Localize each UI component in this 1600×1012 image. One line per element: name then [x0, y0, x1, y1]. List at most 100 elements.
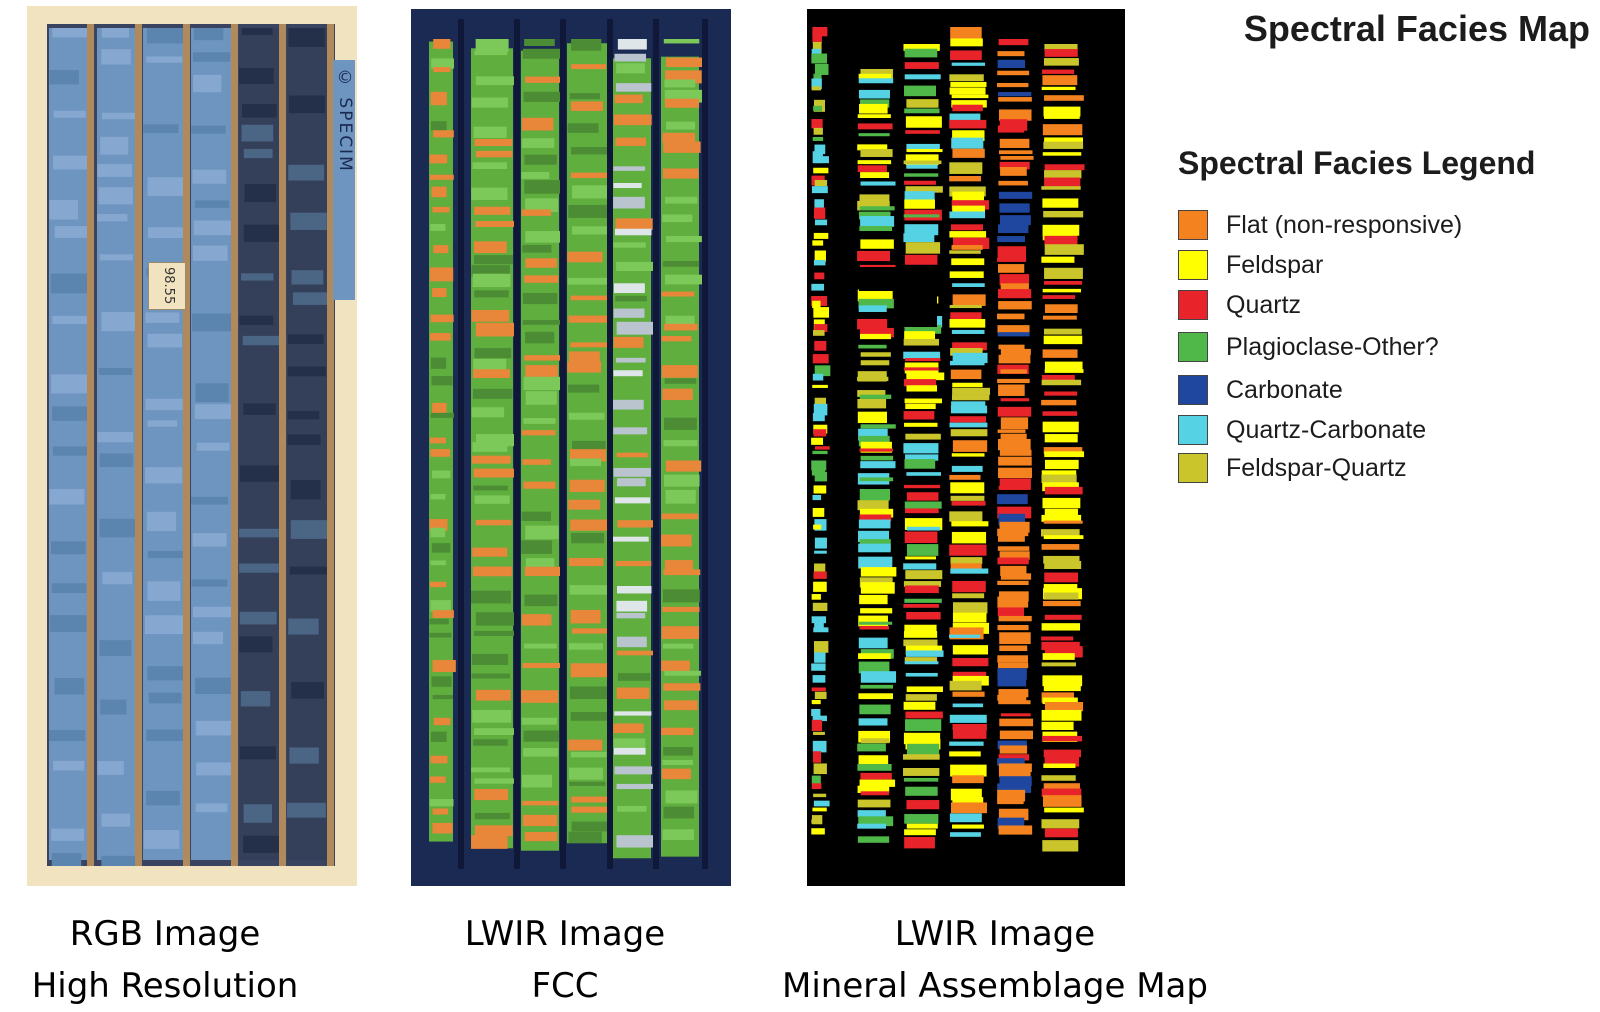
- map-facies-patch: [860, 239, 894, 249]
- map-facies-patch: [1000, 565, 1027, 576]
- fcc-texture: [429, 437, 446, 444]
- map-facies-patch: [812, 354, 829, 364]
- map-facies-patch: [811, 616, 827, 624]
- core-texture: [51, 828, 85, 841]
- fcc-texture: [571, 806, 611, 813]
- map-facies-patch: [999, 478, 1031, 490]
- map-facies-patch: [950, 557, 983, 565]
- core-texture: [102, 571, 133, 585]
- fcc-texture: [472, 566, 512, 577]
- fcc-texture: [662, 606, 700, 612]
- map-facies-patch: [951, 200, 990, 210]
- map-facies-patch: [812, 715, 827, 722]
- map-facies-patch: [951, 401, 986, 407]
- fcc-texture: [524, 643, 557, 649]
- map-facies-patch: [1043, 783, 1080, 791]
- map-facies-patch: [997, 676, 1027, 687]
- fcc-texture: [613, 723, 644, 733]
- map-facies-patch: [949, 119, 987, 129]
- map-facies-patch: [1000, 369, 1027, 374]
- fcc-texture: [430, 223, 446, 231]
- core-texture: [239, 528, 279, 538]
- map-facies-patch: [812, 240, 824, 246]
- map-facies-patch: [952, 728, 987, 739]
- fcc-texture: [613, 242, 646, 248]
- core-texture: [241, 103, 277, 118]
- fcc-texture: [568, 499, 601, 510]
- map-facies-patch: [857, 823, 886, 829]
- fcc-texture: [571, 147, 609, 155]
- fcc-texture: [474, 812, 510, 820]
- fcc-texture: [570, 609, 601, 624]
- specim-label: © SPECIM: [335, 68, 355, 173]
- map-facies-patch: [860, 360, 890, 366]
- map-facies-patch: [950, 347, 983, 356]
- fcc-texture: [568, 315, 608, 323]
- fcc-texture: [524, 831, 558, 842]
- map-facies-patch: [998, 97, 1032, 102]
- map-facies-patch: [998, 109, 1032, 121]
- map-facies-patch: [952, 580, 986, 593]
- map-facies-patch: [812, 413, 825, 422]
- map-facies-patch: [1044, 757, 1079, 767]
- fcc-texture: [521, 614, 552, 626]
- fcc-texture: [617, 39, 647, 50]
- map-facies-patch: [1042, 349, 1078, 358]
- fcc-texture: [474, 290, 509, 298]
- map-facies-patch: [906, 99, 939, 108]
- map-facies-patch: [997, 662, 1029, 669]
- map-facies-patch: [859, 508, 894, 518]
- legend-swatch: [1178, 250, 1208, 280]
- map-facies-patch: [858, 653, 891, 660]
- map-facies-patch: [1044, 592, 1079, 600]
- fcc-texture: [429, 154, 448, 164]
- map-facies-patch: [998, 770, 1031, 778]
- fcc-texture: [569, 781, 606, 786]
- fcc-texture: [663, 569, 701, 576]
- legend-swatch: [1178, 453, 1208, 483]
- fcc-texture: [429, 519, 448, 531]
- map-facies-patch: [949, 211, 986, 219]
- map-facies-patch: [1042, 75, 1078, 86]
- map-facies-patch: [952, 440, 988, 452]
- map-facies-patch: [999, 449, 1032, 456]
- fcc-texture: [523, 376, 561, 391]
- fcc-texture: [471, 653, 509, 665]
- map-facies-patch: [903, 214, 940, 218]
- core-texture: [191, 496, 229, 505]
- map-facies-patch: [997, 246, 1027, 259]
- map-facies-patch: [813, 641, 829, 653]
- fcc-texture: [665, 121, 696, 130]
- fcc-texture: [613, 747, 646, 755]
- fcc-texture: [616, 783, 655, 790]
- map-facies-patch: [860, 352, 891, 357]
- fcc-texture: [521, 690, 559, 703]
- map-facies-patch: [905, 694, 937, 701]
- fcc-texture: [525, 525, 559, 540]
- map-facies-patch: [952, 775, 984, 784]
- map-facies-patch: [997, 364, 1029, 374]
- map-facies-patch: [814, 63, 829, 75]
- fcc-texture: [474, 138, 513, 147]
- map-facies-patch: [950, 38, 983, 47]
- map-facies-patch: [903, 367, 939, 371]
- map-facies-patch: [903, 767, 940, 776]
- map-facies-patch: [998, 92, 1032, 97]
- map-facies-patch: [950, 405, 988, 414]
- fcc-texture: [567, 361, 602, 373]
- core-texture: [239, 315, 274, 326]
- map-facies-patch: [949, 627, 984, 640]
- fcc-texture: [613, 336, 644, 348]
- map-facies-patch: [813, 232, 829, 239]
- map-facies-patch: [998, 39, 1029, 46]
- tray-frame-top: [27, 6, 357, 24]
- fcc-texture: [616, 261, 655, 271]
- map-facies-patch: [1042, 69, 1075, 74]
- fcc-texture: [431, 121, 447, 131]
- map-facies-patch: [951, 62, 986, 66]
- map-facies-patch: [998, 763, 1032, 773]
- map-facies-patch: [904, 224, 939, 236]
- core-texture: [148, 692, 182, 704]
- map-facies-patch: [860, 608, 893, 614]
- legend-title: Spectral Facies Legend: [1178, 145, 1536, 181]
